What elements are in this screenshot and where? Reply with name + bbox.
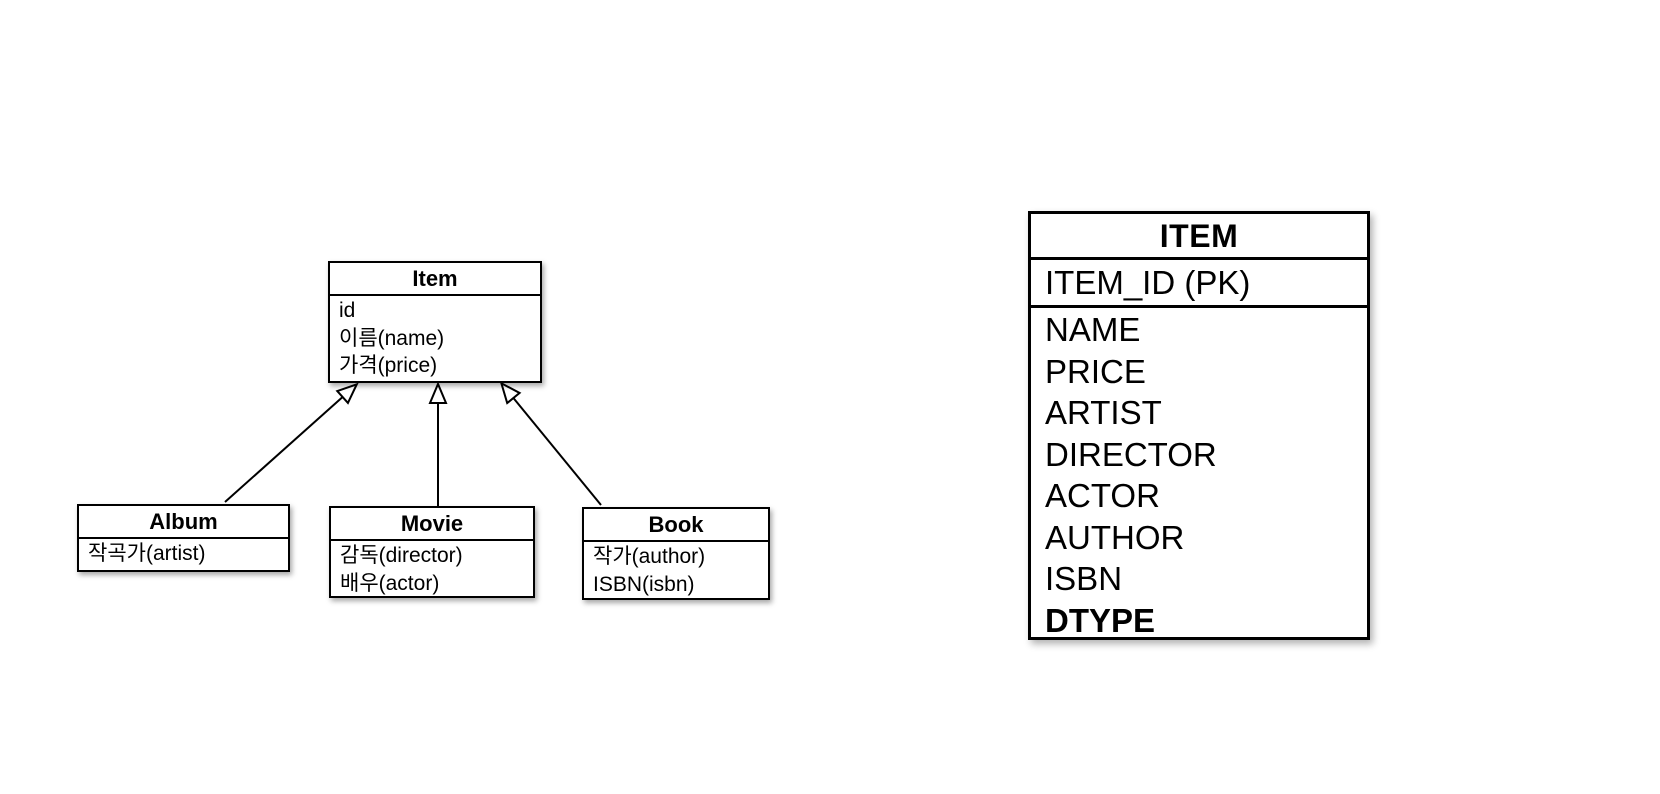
db-table-title: ITEM xyxy=(1031,214,1367,260)
uml-field: id xyxy=(339,299,356,322)
db-column: ISBN xyxy=(1045,560,1123,597)
uml-field: ISBN(isbn) xyxy=(593,572,695,596)
uml-class-album-title: Album xyxy=(79,506,288,539)
uml-class-book-title: Book xyxy=(584,509,768,542)
inheritance-arrow-album-to-item xyxy=(224,382,359,503)
db-column-dtype: DTYPE xyxy=(1045,601,1156,639)
inheritance-arrow-book-to-item xyxy=(499,381,602,506)
db-column: NAME xyxy=(1045,311,1141,348)
uml-class-item: Item id 이름(name) 가격(price) xyxy=(328,261,542,383)
uml-field: 가격(price) xyxy=(339,354,438,377)
uml-class-movie-title: Movie xyxy=(331,508,533,541)
uml-field: 배우(actor) xyxy=(340,571,440,595)
uml-class-book: Book 작가(author) ISBN(isbn) xyxy=(582,507,770,600)
uml-field: 작가(author) xyxy=(593,545,706,568)
uml-field: 감독(director) xyxy=(340,544,463,567)
db-column: PRICE xyxy=(1045,352,1146,390)
uml-field: 이름(name) xyxy=(339,326,445,350)
db-column: AUTHOR xyxy=(1045,518,1185,556)
db-column: DIRECTOR xyxy=(1045,435,1217,473)
uml-class-album: Album 작곡가(artist) xyxy=(77,504,290,572)
db-column: ARTIST xyxy=(1045,394,1162,431)
uml-field: 작곡가(artist) xyxy=(88,542,206,565)
db-table-columns: NAME PRICE ARTIST DIRECTOR ACTOR AUTHOR … xyxy=(1031,308,1367,641)
db-column: ACTOR xyxy=(1045,477,1160,514)
db-table-item: ITEM ITEM_ID (PK) NAME PRICE ARTIST DIRE… xyxy=(1028,211,1370,640)
db-table-primary-key: ITEM_ID (PK) xyxy=(1031,260,1367,308)
uml-class-item-title: Item xyxy=(330,263,540,296)
uml-class-movie: Movie 감독(director) 배우(actor) xyxy=(329,506,535,598)
